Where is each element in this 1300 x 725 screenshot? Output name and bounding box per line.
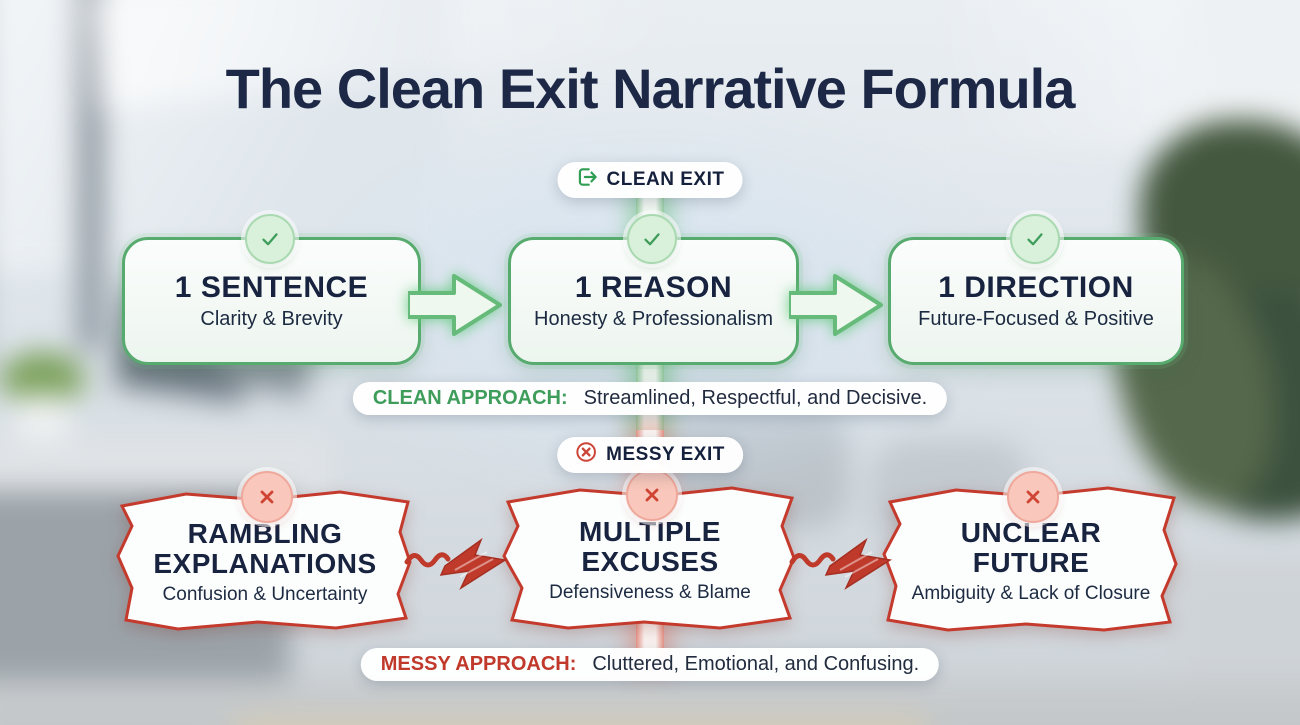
messy-approach-text: Cluttered, Emotional, and Confusing.	[592, 653, 920, 675]
logout-icon	[576, 166, 598, 194]
arrow-right-icon	[787, 272, 885, 343]
messy-exit-label: MESSY EXIT	[606, 444, 725, 465]
step-heading: RAMBLING EXPLANATIONS	[153, 517, 377, 579]
step-subheading: Future-Focused & Positive	[918, 308, 1154, 330]
scribble-arrow-right-icon	[788, 522, 893, 602]
x-icon	[626, 469, 678, 521]
check-icon	[627, 214, 677, 264]
x-circle-icon	[575, 441, 597, 469]
step-box-rambling-explanations: RAMBLING EXPLANATIONS Confusion & Uncert…	[112, 484, 418, 641]
messy-exit-badge: MESSY EXIT	[557, 437, 743, 473]
step-box-unclear-future: UNCLEAR FUTURE Ambiguity & Lack of Closu…	[878, 484, 1184, 639]
scribble-arrow-right-icon	[403, 522, 508, 602]
step-box-1-direction: 1 DIRECTION Future-Focused & Positive	[888, 237, 1184, 365]
check-icon	[245, 214, 295, 264]
x-icon	[1007, 471, 1059, 523]
step-heading: UNCLEAR FUTURE	[960, 516, 1102, 578]
step-heading: 1 REASON	[574, 271, 733, 304]
clean-approach-caption: CLEAN APPROACH: Streamlined, Respectful,…	[352, 382, 948, 415]
clean-approach-text: Streamlined, Respectful, and Decisive.	[583, 387, 928, 409]
clean-approach-label: CLEAN APPROACH:	[372, 387, 568, 409]
messy-approach-caption: MESSY APPROACH: Cluttered, Emotional, an…	[360, 648, 940, 681]
step-heading: MULTIPLE EXCUSES	[579, 515, 721, 577]
check-icon	[1010, 214, 1060, 264]
step-heading: 1 DIRECTION	[938, 271, 1134, 304]
step-subheading: Honesty & Professionalism	[534, 308, 773, 330]
clean-exit-badge: CLEAN EXIT	[557, 162, 743, 198]
step-heading: 1 SENTENCE	[174, 271, 369, 304]
x-icon	[241, 471, 293, 523]
step-subheading: Ambiguity & Lack of Closure	[911, 583, 1151, 605]
step-subheading: Clarity & Brevity	[200, 308, 343, 330]
step-subheading: Confusion & Uncertainty	[162, 584, 368, 606]
step-subheading: Defensiveness & Blame	[549, 582, 751, 604]
step-box-1-reason: 1 REASON Honesty & Professionalism	[508, 237, 799, 365]
page-title: The Clean Exit Narrative Formula	[225, 57, 1076, 120]
arrow-right-icon	[406, 272, 504, 343]
messy-approach-label: MESSY APPROACH:	[380, 653, 577, 675]
step-box-multiple-excuses: MULTIPLE EXCUSES Defensiveness & Blame	[500, 482, 800, 639]
clean-exit-label: CLEAN EXIT	[606, 169, 725, 190]
